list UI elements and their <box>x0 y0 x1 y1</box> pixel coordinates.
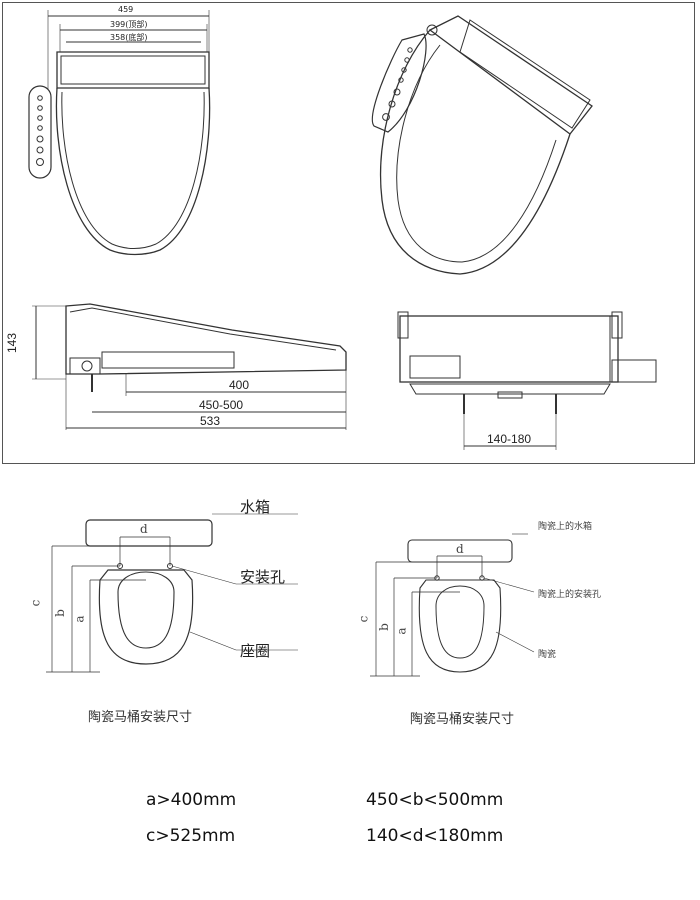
spec-b: 450<b<500mm <box>366 790 504 810</box>
right-caption: 陶瓷马桶安装尺寸 <box>410 712 515 727</box>
side-view-drawing <box>32 303 347 430</box>
front-view-drawing <box>28 10 211 256</box>
side-dim-533: 533 <box>200 414 221 428</box>
installation-diagram-right <box>370 533 535 677</box>
label-seat-ring: 座圈 <box>240 642 271 660</box>
product-dimension-panel <box>2 2 695 464</box>
spec-c: c>525mm <box>146 826 236 846</box>
left-letter-c: c <box>28 599 43 607</box>
side-height-label: 143 <box>5 332 20 354</box>
front-width-top: 399(顶部) <box>110 20 148 29</box>
perspective-view-drawing <box>371 15 593 275</box>
right-letter-d: d <box>456 542 464 556</box>
label-ceramic: 陶瓷 <box>538 650 557 660</box>
right-letter-a: a <box>394 627 409 635</box>
front-width-bottom: 358(底部) <box>110 33 148 42</box>
back-view-drawing <box>397 311 657 450</box>
side-dim-400: 400 <box>229 378 250 392</box>
left-letter-a: a <box>72 615 87 623</box>
spec-d: 140<d<180mm <box>366 826 504 846</box>
back-dim-140-180: 140-180 <box>487 432 532 446</box>
right-letter-c: c <box>356 615 371 623</box>
right-letter-b: b <box>376 623 391 631</box>
left-letter-b: b <box>52 609 67 617</box>
left-letter-d: d <box>140 522 148 536</box>
installation-diagram-left <box>46 513 298 673</box>
front-width-overall: 459 <box>118 5 134 14</box>
label-ceramic-holes: 陶瓷上的安装孔 <box>538 590 602 600</box>
label-water-tank: 水箱 <box>240 498 271 516</box>
side-dim-450-500: 450-500 <box>199 398 244 412</box>
spec-a: a>400mm <box>146 790 237 810</box>
left-caption: 陶瓷马桶安装尺寸 <box>88 710 193 725</box>
label-ceramic-tank: 陶瓷上的水箱 <box>538 522 593 532</box>
label-mounting-holes: 安装孔 <box>240 568 286 586</box>
